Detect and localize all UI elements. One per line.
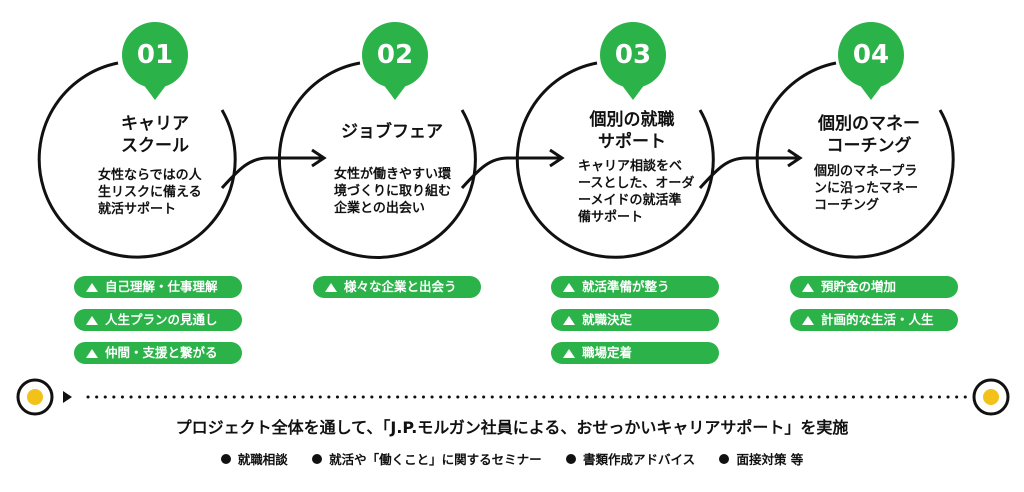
connector-arrow-1 bbox=[220, 156, 322, 190]
service-item: 就職相談 bbox=[220, 449, 288, 468]
outcome-badge: 自己理解・仕事理解 bbox=[74, 276, 242, 298]
timeline-arrow-icon bbox=[63, 391, 72, 403]
pin-marker-1 bbox=[122, 22, 188, 100]
step-circle-2 bbox=[277, 61, 477, 259]
step-desc-1: 女性ならではの人 生リスクに備える 就活サポート bbox=[98, 168, 202, 217]
outcome-badge: 計画的な生活・人生 bbox=[790, 309, 958, 331]
triangle-up-icon bbox=[86, 283, 98, 292]
outcome-badge: 就活準備が整う bbox=[551, 276, 719, 298]
connector-arrow-2 bbox=[460, 156, 560, 190]
bullet-icon bbox=[312, 454, 323, 464]
bullet-icon bbox=[220, 454, 231, 464]
outcome-badge-label: 就活準備が整う bbox=[582, 279, 670, 294]
outcome-badge-label: 計画的な生活・人生 bbox=[821, 312, 934, 327]
triangle-up-icon bbox=[325, 283, 337, 292]
step-title-1: キャリア スクール bbox=[121, 114, 189, 156]
step-number-4: 04 bbox=[852, 40, 890, 70]
step-title-2: ジョブフェア bbox=[341, 122, 443, 142]
step-desc-3: キャリア相談をベ ースとした、オーダ ーメイドの就活準 備サポート bbox=[578, 159, 695, 225]
triangle-up-icon bbox=[86, 349, 98, 358]
timeline-start-marker bbox=[16, 378, 54, 416]
step-desc-4: 個別のマネープラ ンに沿ったマネー コーチング bbox=[814, 164, 919, 213]
service-item: 就活や「働くこと」に関するセミナー bbox=[312, 449, 542, 468]
triangle-up-icon bbox=[802, 316, 814, 325]
timeline-end-marker bbox=[972, 378, 1010, 416]
project-summary: プロジェクト全体を通して、「J.P.モルガン社員による、おせっかいキャリアサポー… bbox=[175, 418, 849, 437]
outcome-badge-label: 様々な企業と出会う bbox=[344, 279, 457, 294]
step-circle-1 bbox=[37, 61, 237, 259]
service-label: 就活や「働くこと」に関するセミナー bbox=[329, 452, 542, 467]
step-title-4: 個別のマネー コーチング bbox=[818, 114, 920, 156]
outcome-badge: 仲間・支援と繋がる bbox=[74, 342, 242, 364]
triangle-up-icon bbox=[563, 316, 575, 325]
outcome-badge: 様々な企業と出会う bbox=[313, 276, 481, 298]
service-label: 面接対策 等 bbox=[736, 452, 804, 467]
step-number-2: 02 bbox=[376, 40, 414, 70]
outcome-badge-label: 仲間・支援と繋がる bbox=[105, 345, 218, 360]
triangle-up-icon bbox=[563, 349, 575, 358]
step-desc-2: 女性が働きやすい環 境づくりに取り組む 企業との出会い bbox=[334, 167, 452, 216]
service-label: 就職相談 bbox=[237, 452, 288, 467]
arrowhead-2 bbox=[549, 148, 565, 168]
bullet-icon bbox=[719, 454, 730, 464]
outcome-badge: 職場定着 bbox=[551, 342, 719, 364]
pin-marker-3 bbox=[600, 22, 666, 100]
connector-arrow-3 bbox=[698, 156, 798, 190]
arrowhead-3 bbox=[787, 148, 803, 168]
step-circle-3 bbox=[515, 61, 715, 259]
outcome-badge: 人生プランの見通し bbox=[74, 309, 242, 331]
outcome-badge-label: 就職決定 bbox=[582, 312, 633, 327]
step-number-1: 01 bbox=[136, 40, 174, 70]
service-list: 就職相談 就活や「働くこと」に関するセミナー 書類作成アドバイス 面接対策 等 bbox=[0, 449, 1024, 468]
triangle-up-icon bbox=[802, 283, 814, 292]
outcome-badge-label: 預貯金の増加 bbox=[821, 279, 897, 294]
outcome-badge: 就職決定 bbox=[551, 309, 719, 331]
arrowhead-1 bbox=[311, 148, 327, 168]
outcome-badge: 預貯金の増加 bbox=[790, 276, 958, 298]
service-item: 書類作成アドバイス bbox=[565, 449, 696, 468]
pin-marker-4 bbox=[838, 22, 904, 100]
service-label: 書類作成アドバイス bbox=[582, 452, 696, 467]
triangle-up-icon bbox=[86, 316, 98, 325]
step-circle-4 bbox=[755, 61, 955, 259]
service-item: 面接対策 等 bbox=[719, 449, 803, 468]
pin-marker-2 bbox=[362, 22, 428, 100]
outcome-badge-label: 自己理解・仕事理解 bbox=[105, 279, 218, 294]
outcome-badge-label: 職場定着 bbox=[582, 345, 633, 360]
step-number-3: 03 bbox=[614, 40, 652, 70]
bullet-icon bbox=[565, 454, 576, 464]
step-title-3: 個別の就職 サポート bbox=[589, 110, 675, 152]
triangle-up-icon bbox=[563, 283, 575, 292]
outcome-badge-label: 人生プランの見通し bbox=[105, 312, 218, 327]
